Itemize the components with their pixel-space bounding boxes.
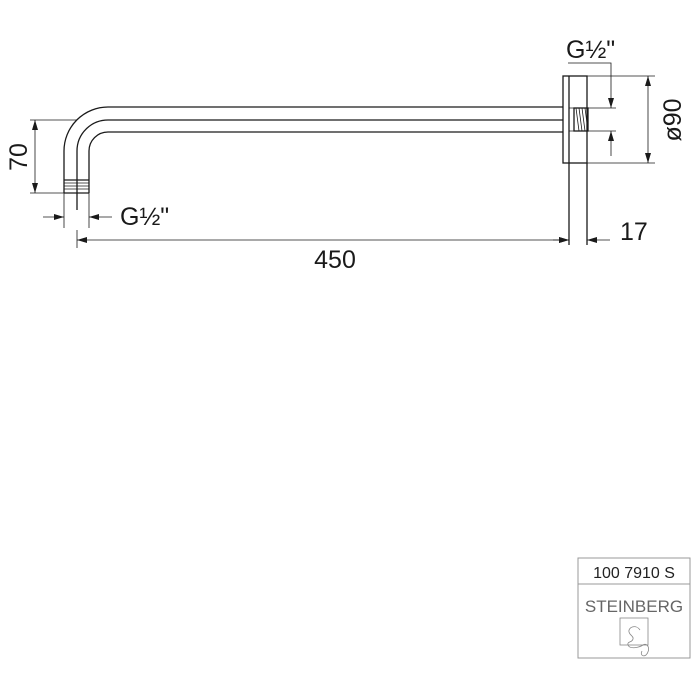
- wall-flange: [562, 75, 655, 245]
- brand-name: STEINBERG: [585, 597, 683, 616]
- inlet-thread: [64, 179, 89, 194]
- steinberg-logo-icon: [619, 617, 649, 657]
- dimension-outlet-thread: G½": [566, 36, 615, 64]
- article-number: 100 7910 S: [593, 565, 675, 582]
- dimension-arm-length: 450: [314, 246, 356, 274]
- shower-arm: [63, 106, 563, 210]
- dimension-inlet-thread: G½": [120, 203, 169, 231]
- dimension-flange-depth: 17: [620, 218, 648, 246]
- dimension-flange-diameter: ø90: [659, 98, 687, 141]
- title-block: 100 7910 S STEINBERG: [577, 557, 691, 659]
- dimension-drop-height: 70: [5, 143, 33, 171]
